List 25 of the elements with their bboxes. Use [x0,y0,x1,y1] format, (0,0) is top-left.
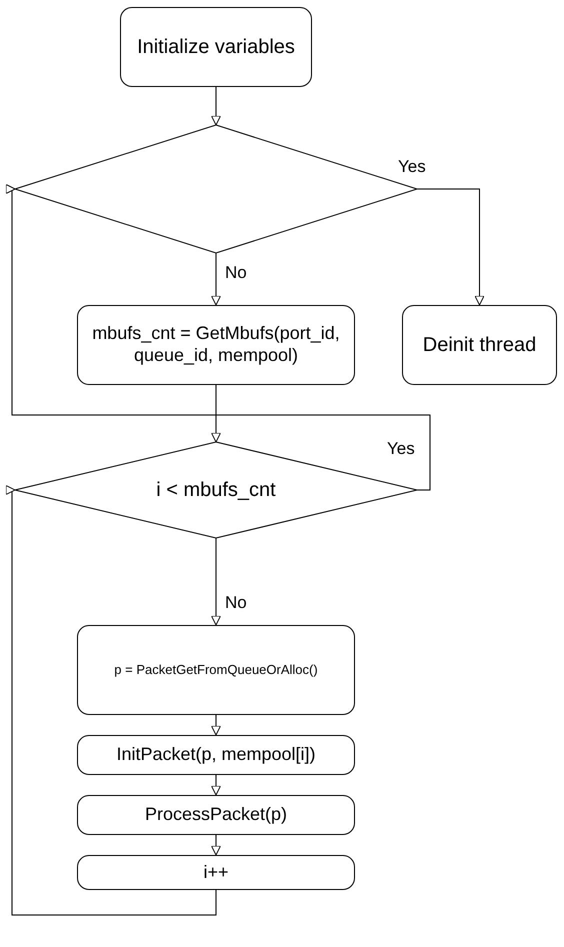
process-box [77,795,355,835]
arrow [211,714,221,736]
arrow [211,538,221,626]
process-text: ProcessPacket(p) [144,804,288,826]
arrow [6,485,216,916]
decision-diamond [15,442,417,538]
arrow [416,188,484,306]
process-text: Deinit thread [422,333,538,357]
process-box [120,7,312,87]
arrow [211,834,221,856]
process-box [77,735,355,775]
process-text: i++ [202,862,230,884]
process-text: p = PacketGetFromQueueOrAlloc() [113,662,319,678]
process-text: Initialize variables [136,35,296,59]
process-text: InitPacket(p, mempool[i]) [115,744,317,766]
decision-text: i < mbufs_cnt [156,478,276,502]
arrow [211,86,221,126]
arrow [211,252,221,306]
process-box [402,305,557,385]
process-box [77,305,355,385]
process-box [77,855,355,890]
arrow [6,184,430,490]
process-text: mbufs_cnt = GetMbufs(port_id, queue_id, mempool) [91,323,341,367]
process-box [77,625,355,715]
arrow [211,774,221,796]
